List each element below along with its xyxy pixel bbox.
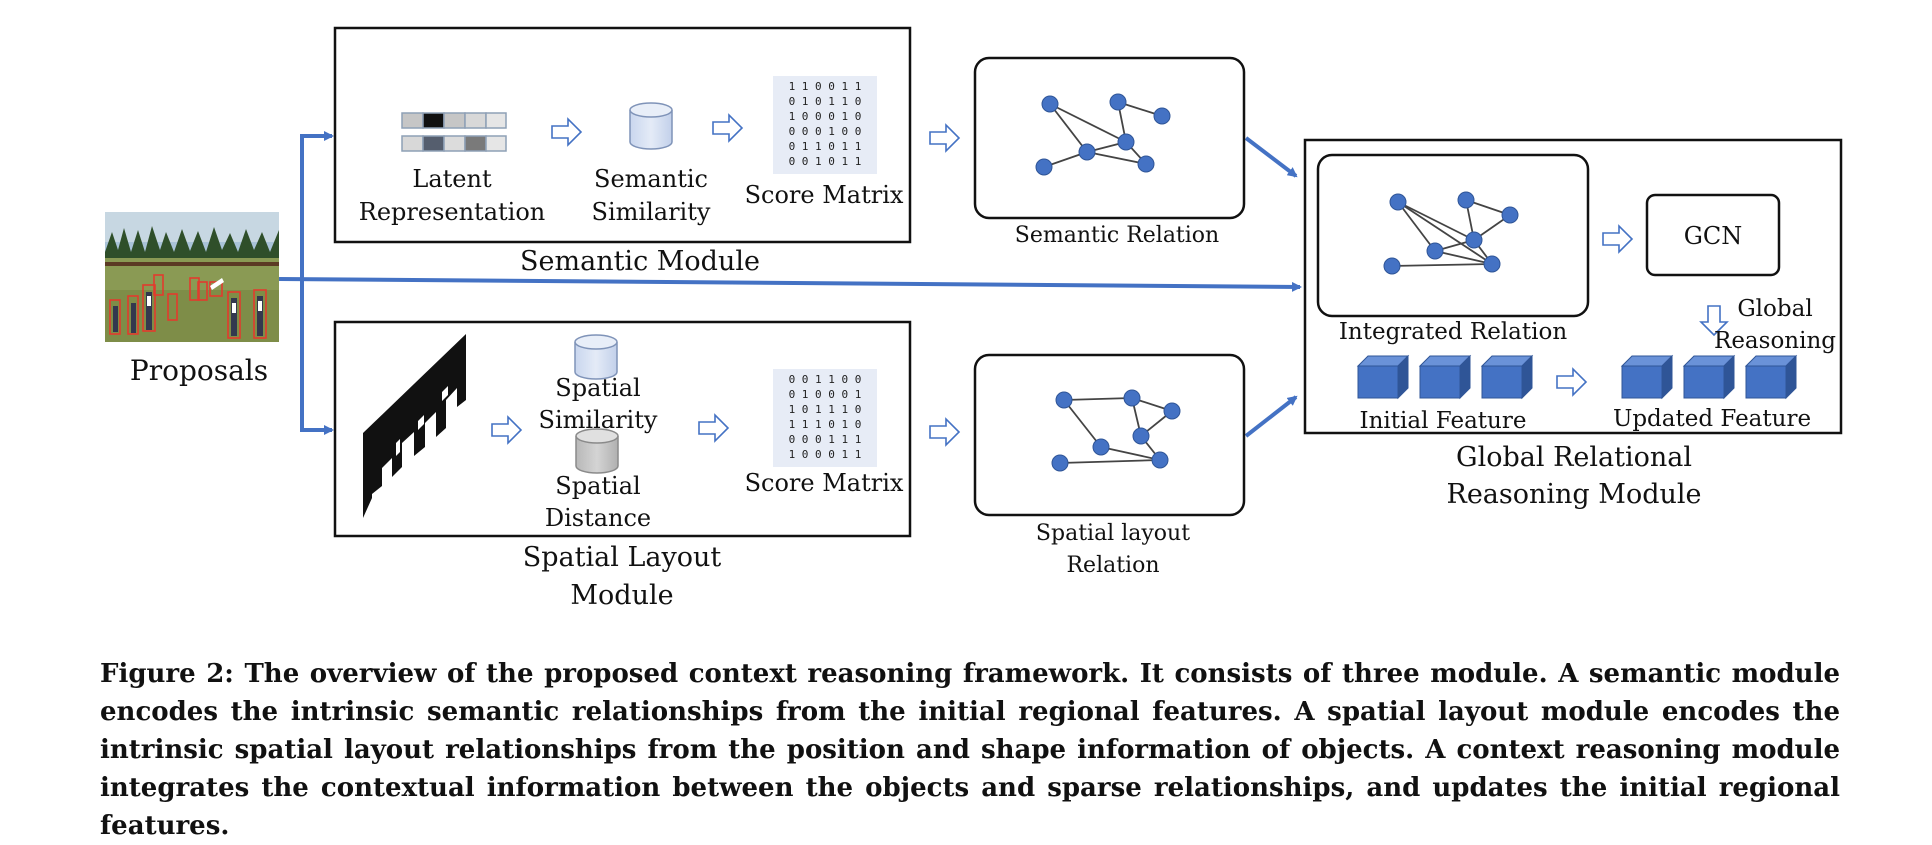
outline-arrow-icon: [551, 117, 583, 147]
outline-arrow-icon: [698, 413, 730, 443]
spatial-distance-line2: Distance: [545, 504, 651, 532]
graph-node: [1051, 454, 1069, 472]
graph-node: [1153, 107, 1171, 125]
graph-node: [1109, 93, 1127, 111]
framework-diagram: Proposals Latent Representation Semantic…: [105, 26, 1843, 611]
feature-cube: [1418, 354, 1472, 400]
initial-feature-cubes: [1356, 354, 1534, 400]
updated-feature-cubes: [1620, 354, 1798, 400]
score-matrix-label-semantic: Score Matrix: [745, 181, 904, 209]
matrix-row: 0 1 0 0 0 1: [789, 388, 862, 401]
global-reasoning-line1: Global: [1737, 296, 1812, 322]
latent-label-line1: Latent: [412, 165, 492, 193]
graph-node: [1092, 438, 1110, 456]
matrix-row: 1 0 0 0 1 0: [789, 110, 862, 123]
matrix-row: 0 0 0 1 1 1: [789, 433, 862, 446]
matrix-row: 0 0 0 1 0 0: [789, 125, 862, 138]
outline-arrow-icon: [929, 123, 961, 153]
outline-arrow-icon: [929, 417, 961, 447]
global-module-label-line1: Global Relational: [1456, 442, 1692, 473]
graph-node: [1465, 231, 1483, 249]
matrix-row: 1 1 0 0 1 1: [789, 80, 862, 93]
spatial-module-label-line2: Module: [570, 580, 673, 611]
matrix-row: 1 0 1 1 1 0: [789, 403, 862, 416]
outline-arrow-icon: [491, 415, 523, 445]
database-cylinder-icon: [574, 334, 618, 380]
flow-arrows: [278, 131, 1302, 438]
spatial-module-label-line1: Spatial Layout: [523, 542, 722, 573]
semantic-similarity-line2: Similarity: [592, 198, 711, 226]
figure-caption: Figure 2: The overview of the proposed c…: [100, 659, 1840, 841]
matrix-row: 1 0 0 0 1 1: [789, 448, 862, 461]
spatial-similarity-line1: Spatial: [555, 374, 640, 402]
graph-node: [1055, 391, 1073, 409]
outline-arrow-down-icon: [1699, 305, 1729, 337]
initial-feature-label: Initial Feature: [1360, 408, 1527, 434]
feature-cube: [1744, 354, 1798, 400]
score-matrix-semantic: 1 1 0 0 1 1 0 1 0 1 1 0 1 0 0 0 1 0 0 0 …: [773, 76, 877, 174]
proposals-image: [105, 212, 279, 342]
feature-cube: [1682, 354, 1736, 400]
spatial-relation-label-line1: Spatial layout: [1036, 521, 1190, 546]
gcn-label: GCN: [1684, 222, 1743, 250]
spatial-relation-graph: [1051, 389, 1181, 472]
matrix-row: 0 1 0 1 1 0: [789, 95, 862, 108]
semantic-similarity-line1: Semantic: [594, 165, 708, 193]
score-matrix-label-spatial: Score Matrix: [745, 469, 904, 497]
graph-node: [1078, 143, 1096, 161]
spatial-layout-mask-icon: [363, 334, 466, 518]
graph-node: [1163, 402, 1181, 420]
semantic-module-label: Semantic Module: [520, 246, 760, 277]
database-cylinder-icon: [629, 102, 673, 150]
semantic-relation-graph: [1035, 93, 1171, 176]
gcn-box: [1645, 193, 1781, 277]
spatial-distance-line1: Spatial: [555, 472, 640, 500]
proposals-label: Proposals: [130, 354, 268, 387]
graph-node: [1123, 389, 1141, 407]
feature-cube: [1620, 354, 1674, 400]
graph-node: [1389, 193, 1407, 211]
spatial-relation-box: [973, 353, 1246, 517]
graph-node: [1151, 451, 1169, 469]
feature-cube: [1480, 354, 1534, 400]
integrated-relation-box: [1316, 153, 1590, 318]
matrix-row: 0 0 1 1 0 0: [789, 373, 862, 386]
latent-label-line2: Representation: [359, 198, 545, 226]
global-reasoning-line2: Reasoning: [1714, 328, 1836, 354]
integrated-relation-graph: [1383, 191, 1519, 275]
updated-feature-label: Updated Feature: [1613, 406, 1811, 432]
graph-node: [1132, 427, 1150, 445]
graph-node: [1457, 191, 1475, 209]
graph-node: [1137, 155, 1155, 173]
graph-node: [1041, 95, 1059, 113]
graph-node: [1383, 257, 1401, 275]
matrix-row: 1 1 1 0 1 0: [789, 418, 862, 431]
matrix-row: 0 0 1 0 1 1: [789, 155, 862, 168]
outline-arrow-icon: [712, 113, 744, 143]
graph-node: [1483, 255, 1501, 273]
latent-representation-icon: [401, 112, 507, 152]
score-matrix-spatial: 0 0 1 1 0 0 0 1 0 0 0 1 1 0 1 1 1 0 1 1 …: [773, 369, 877, 467]
integrated-relation-label: Integrated Relation: [1339, 319, 1568, 345]
global-module-label-line2: Reasoning Module: [1447, 479, 1702, 510]
outline-arrow-icon: [1602, 224, 1634, 254]
graph-node: [1426, 242, 1444, 260]
graph-node: [1035, 158, 1053, 176]
semantic-relation-box: [973, 56, 1246, 220]
semantic-relation-label: Semantic Relation: [1015, 223, 1219, 248]
matrix-row: 0 1 1 0 1 1: [789, 140, 862, 153]
outline-arrow-icon: [1556, 367, 1588, 397]
feature-cube: [1356, 354, 1410, 400]
graph-node: [1117, 133, 1135, 151]
graph-node: [1501, 206, 1519, 224]
database-cylinder-gray-icon: [575, 428, 619, 474]
spatial-relation-label-line2: Relation: [1066, 553, 1159, 578]
